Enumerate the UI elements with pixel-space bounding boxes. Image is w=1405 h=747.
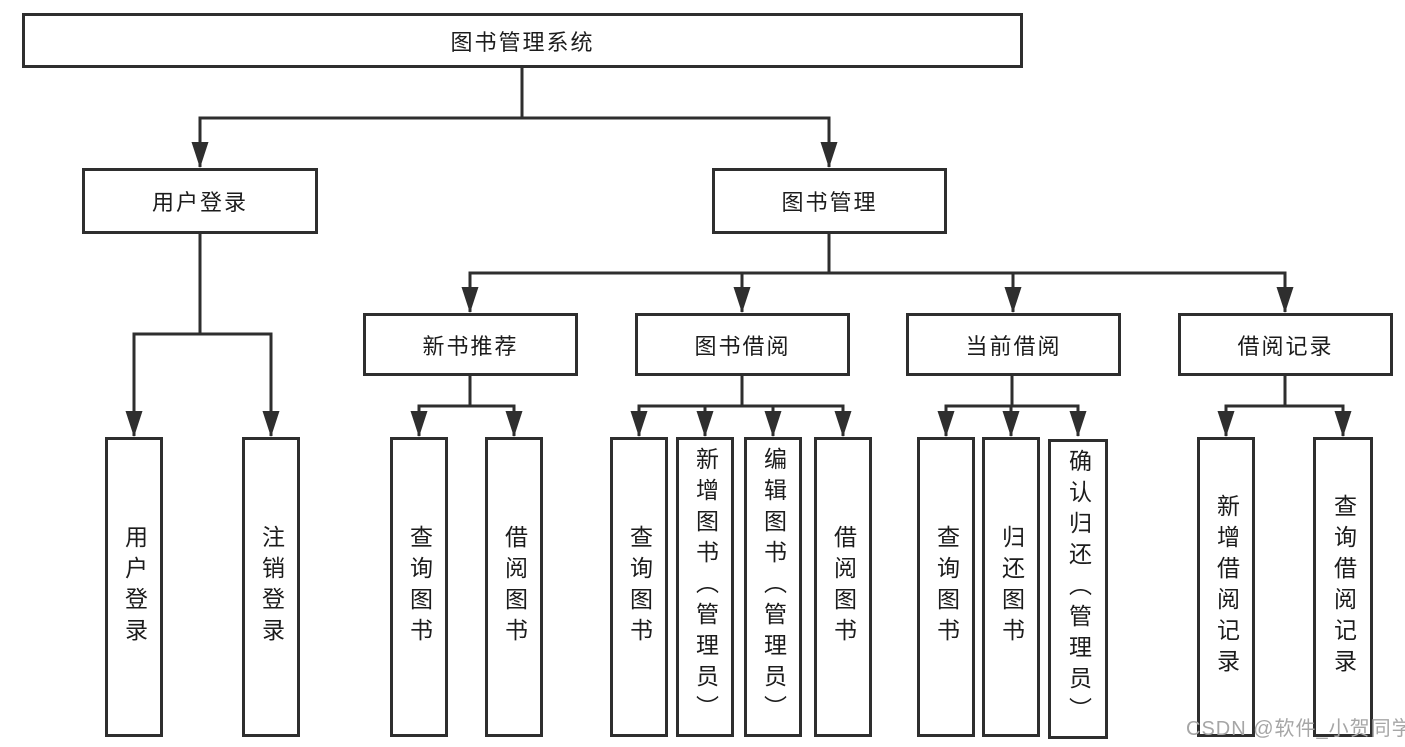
- node-label: 新增借阅记录: [1213, 494, 1240, 680]
- node-book-management: 图书管理: [712, 168, 947, 234]
- node-borrow-records: 借阅记录: [1178, 313, 1393, 376]
- node-current-borrow: 当前借阅: [906, 313, 1121, 376]
- node-label: 查询借阅记录: [1330, 494, 1357, 680]
- node-label: 图书借阅: [694, 333, 791, 359]
- node-label: 确认归还（管理员）: [1065, 449, 1092, 728]
- leaf-logout: 注销登录: [242, 437, 300, 737]
- node-label: 用户登录: [121, 525, 148, 649]
- node-label: 图书管理系统: [450, 29, 595, 55]
- csdn-watermark: CSDN @软件_小贺同学: [1186, 718, 1405, 740]
- leaf-edit-book-admin: 编辑图书（管理员）: [744, 437, 802, 737]
- node-label: 新增图书（管理员）: [692, 447, 719, 726]
- node-label: 图书管理: [781, 190, 878, 215]
- leaf-query-book-borrow: 查询图书: [610, 437, 668, 737]
- leaf-query-book-recommend: 查询图书: [390, 437, 448, 737]
- leaf-borrow-book: 借阅图书: [814, 437, 872, 737]
- node-new-book-recommend: 新书推荐: [363, 313, 578, 376]
- leaf-confirm-return-admin: 确认归还（管理员）: [1048, 439, 1108, 739]
- leaf-query-book-current: 查询图书: [917, 437, 975, 737]
- leaf-return-book: 归还图书: [982, 437, 1040, 737]
- node-book-borrow: 图书借阅: [635, 313, 850, 376]
- node-label: 编辑图书（管理员）: [760, 447, 787, 726]
- node-label: 查询图书: [626, 525, 653, 649]
- node-label: 查询图书: [933, 525, 960, 649]
- leaf-add-book-admin: 新增图书（管理员）: [676, 437, 734, 737]
- node-label: 当前借阅: [965, 333, 1062, 359]
- node-label: 借阅记录: [1237, 333, 1334, 359]
- leaf-borrow-book-recommend: 借阅图书: [485, 437, 543, 737]
- node-label: 用户登录: [151, 190, 248, 215]
- node-library-management-system: 图书管理系统: [22, 13, 1023, 68]
- leaf-user-login: 用户登录: [105, 437, 163, 737]
- node-user-login: 用户登录: [82, 168, 318, 234]
- node-label: 注销登录: [258, 525, 285, 649]
- node-label: 新书推荐: [422, 333, 519, 359]
- node-label: 归还图书: [998, 525, 1025, 649]
- node-label: 借阅图书: [501, 525, 528, 649]
- node-label: 借阅图书: [830, 525, 857, 649]
- leaf-query-borrow-record: 查询借阅记录: [1313, 437, 1373, 737]
- node-label: 查询图书: [406, 525, 433, 649]
- leaf-add-borrow-record: 新增借阅记录: [1197, 437, 1255, 737]
